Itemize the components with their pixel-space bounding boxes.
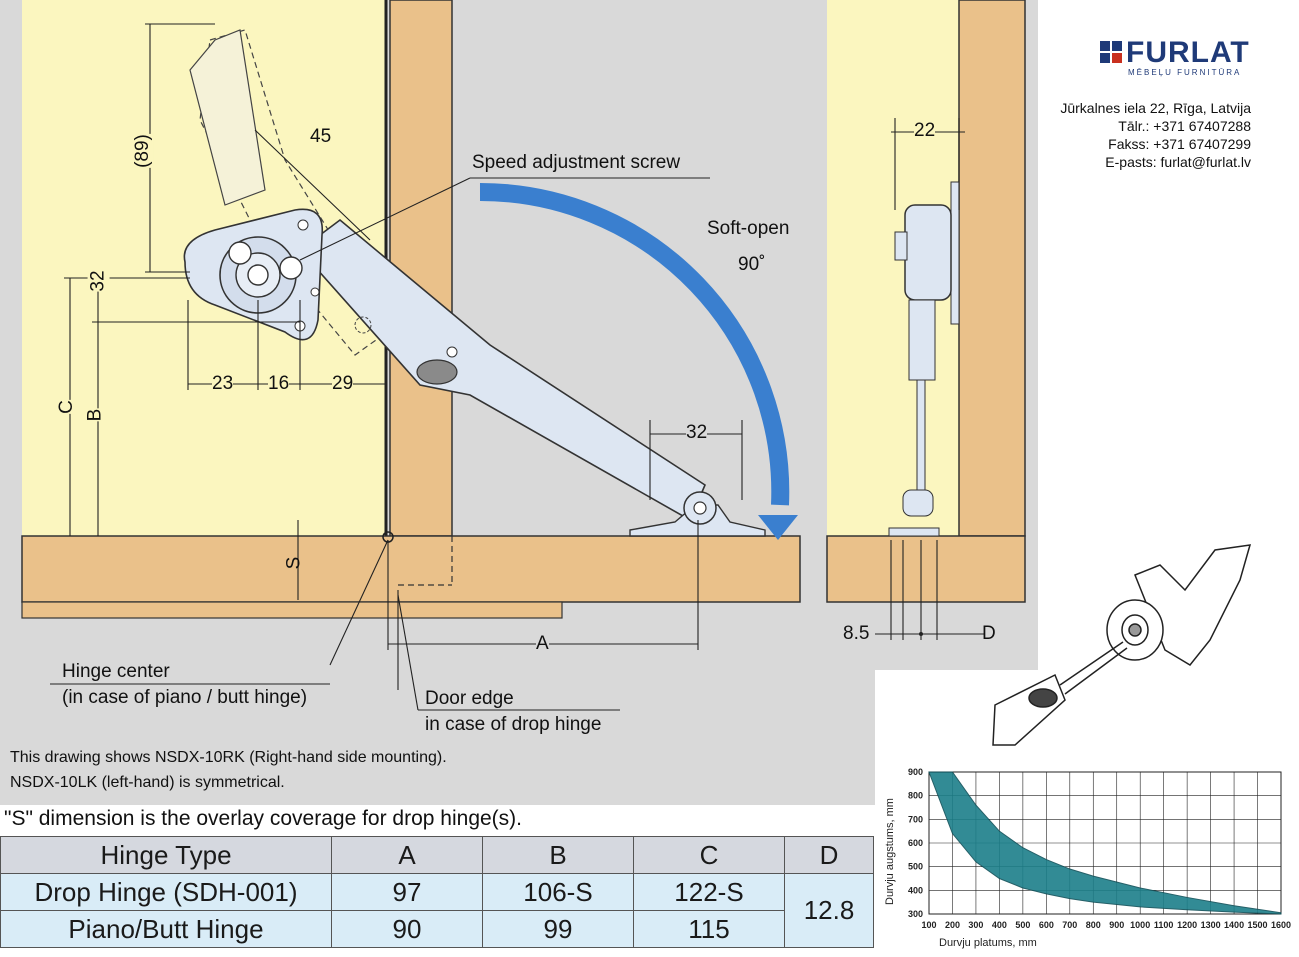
- chart-x-tick-label: 1200: [1177, 920, 1197, 930]
- dim-32-right: 32: [686, 422, 708, 444]
- side-dim-8-5: 8.5: [843, 623, 870, 644]
- side-dim-22: 22: [914, 120, 936, 142]
- angle-label: 90˚: [738, 254, 766, 275]
- brand-name: FURLAT: [1126, 36, 1250, 69]
- chart-x-tick-label: 800: [1086, 920, 1101, 930]
- soft-open-label: Soft-open: [707, 218, 790, 239]
- table-row: Drop Hinge (SDH-001) 97 106-S 122-S 12.8: [0, 873, 874, 948]
- company-email: E-pasts: furlat@furlat.lv: [1105, 154, 1251, 170]
- chart-x-tick-label: 1600: [1271, 920, 1291, 930]
- chart-y-tick-label: 800: [908, 791, 923, 801]
- door-edge-label: Door edge: [425, 688, 514, 709]
- table-cell: 122-S: [633, 873, 785, 911]
- table-row: Piano/Butt Hinge 90 99 115: [0, 910, 874, 948]
- chart-x-tick-label: 1000: [1130, 920, 1150, 930]
- furlat-logo-icon: [1100, 41, 1122, 63]
- drawing-note-2: NSDX-10LK (left-hand) is symmetrical.: [10, 774, 285, 791]
- soft-open-arrow: [479, 182, 790, 506]
- chart-y-tick-label: 600: [908, 838, 923, 848]
- door-edge-sub: in case of drop hinge: [425, 714, 602, 735]
- overlay-note: "S" dimension is the overlay coverage fo…: [4, 807, 522, 830]
- chart-y-tick-label: 300: [908, 909, 923, 919]
- chart-x-tick-label: 600: [1039, 920, 1054, 930]
- dim-16: 16: [268, 373, 290, 395]
- chart-x-tick-label: 1500: [1248, 920, 1268, 930]
- chart-y-tick-label: 400: [908, 885, 923, 895]
- table-cell-d: 12.8: [784, 873, 874, 948]
- chart-x-tick-label: 1400: [1224, 920, 1244, 930]
- chart-x-tick-label: 1300: [1201, 920, 1221, 930]
- chart-x-tick-label: 900: [1109, 920, 1124, 930]
- table-cell: 99: [482, 910, 634, 948]
- table-cell: Drop Hinge (SDH-001): [0, 873, 332, 911]
- dim-c: C: [55, 400, 78, 414]
- dim-45: 45: [310, 126, 332, 147]
- table-cell: 97: [331, 873, 483, 911]
- chart-x-tick-label: 500: [1015, 920, 1030, 930]
- cabinet-side-panel: [389, 0, 453, 537]
- chart-x-tick-label: 300: [968, 920, 983, 930]
- dim-29: 29: [332, 373, 354, 395]
- chart-y-tick-label: 700: [908, 814, 923, 824]
- table-cell: Piano/Butt Hinge: [0, 910, 332, 948]
- table-header-d: D: [784, 836, 874, 874]
- chart-y-tick-label: 900: [908, 767, 923, 777]
- table-cell: 115: [633, 910, 785, 948]
- screwdriver-illustration: [992, 544, 1252, 746]
- table-cell: 90: [331, 910, 483, 948]
- dim-89: (89): [131, 134, 154, 168]
- dim-a: A: [536, 633, 549, 655]
- table-header-c: C: [633, 836, 785, 874]
- chart-x-tick-label: 1100: [1154, 920, 1174, 930]
- table-header-hinge-type: Hinge Type: [0, 836, 332, 874]
- side-dim-d: D: [982, 623, 996, 644]
- chart-x-tick-label: 200: [945, 920, 960, 930]
- chart-area-series: [928, 771, 1282, 915]
- speed-screw-label: Speed adjustment screw: [472, 152, 681, 173]
- front-view-drawing: [0, 0, 875, 805]
- company-fax: Fakss: +371 67407299: [1108, 136, 1251, 152]
- table-header-a: A: [331, 836, 483, 874]
- drawing-note-1: This drawing shows NSDX-10RK (Right-hand…: [10, 749, 447, 766]
- dim-23: 23: [212, 373, 234, 395]
- dimension-table: Hinge Type A B C D Drop Hinge (SDH-001) …: [0, 836, 874, 948]
- dim-b: B: [84, 408, 107, 422]
- table-header-b: B: [482, 836, 634, 874]
- hinge-center-label: Hinge center: [62, 661, 170, 682]
- table-cell: 106-S: [482, 873, 634, 911]
- brand-tagline: MĒBEĻU FURNITŪRA: [1128, 68, 1242, 77]
- chart-y-tick-label: 500: [908, 862, 923, 872]
- chart-x-tick-label: 700: [1062, 920, 1077, 930]
- company-phone: Tālr.: +371 67407288: [1118, 118, 1251, 134]
- dim-32-left: 32: [87, 270, 110, 292]
- chart-y-axis-label: Durvju augstums, mm: [884, 798, 896, 905]
- company-address: Jūrkalnes iela 22, Rīga, Latvija: [1060, 100, 1251, 116]
- chart-x-axis-label: Durvju platums, mm: [939, 937, 1037, 949]
- dim-s: S: [283, 556, 305, 570]
- chart-x-tick-label: 100: [921, 920, 936, 930]
- door-panel: [21, 601, 563, 619]
- side-view-drawing: [825, 0, 1038, 670]
- cabinet-bottom-panel: [21, 535, 801, 603]
- chart-x-tick-label: 400: [992, 920, 1007, 930]
- hinge-center-sub: (in case of piano / butt hinge): [62, 687, 308, 708]
